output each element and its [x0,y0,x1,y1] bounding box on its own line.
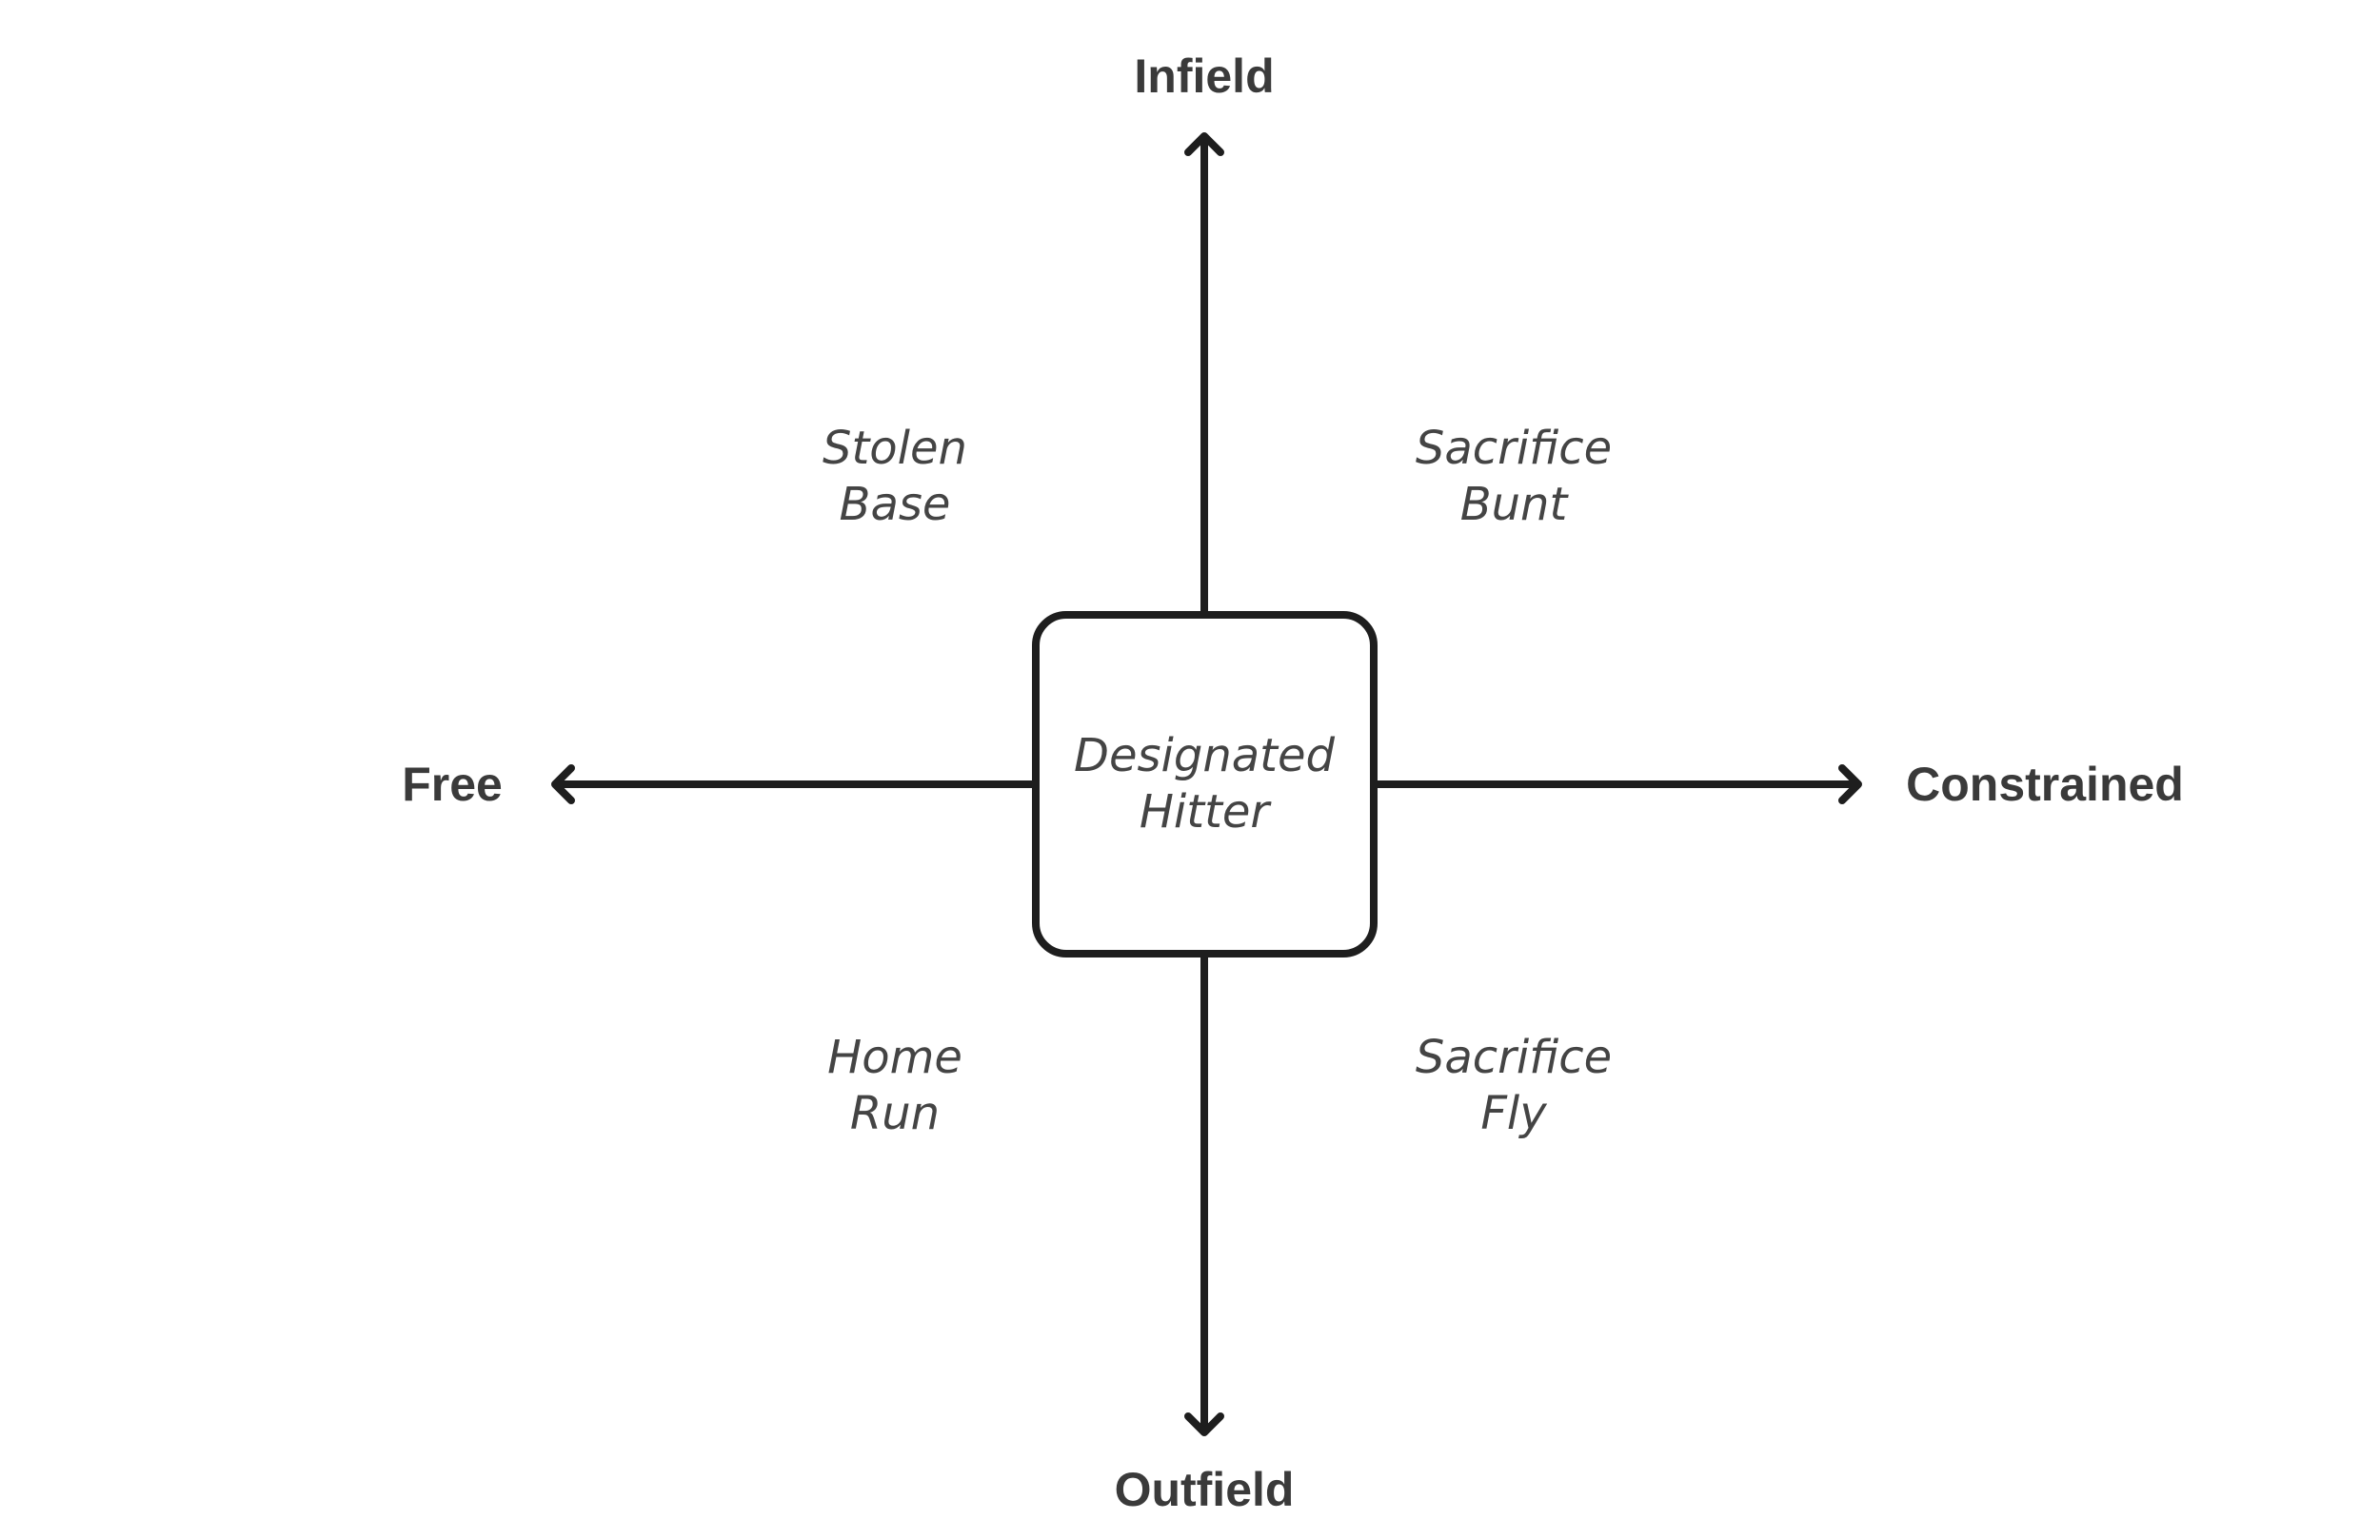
axis-label-left: Free [402,758,503,811]
center-label-line1: Designated [1074,729,1335,782]
quadrant-bottom-left-line1: Home [827,1031,962,1084]
center-label-line2: Hitter [1140,785,1273,839]
arrow-head-right [1838,764,1862,804]
axis-label-top: Infield [1134,49,1274,103]
quadrant-top-left-line1: Stolen [823,422,967,475]
quadrant-bottom-right-line2: Fly [1480,1087,1547,1140]
axis-label-bottom: Outfield [1115,1463,1295,1516]
axis-label-right: Constrained [1906,758,2184,811]
arrow-head-up [1184,132,1224,156]
quadrant-top-right-line1: Sacrifice [1416,422,1612,475]
arrow-head-down [1184,1412,1224,1436]
arrow-head-left [551,764,575,804]
center-box [1032,611,1378,958]
quadrant-bottom-right-line1: Sacrifice [1416,1031,1612,1084]
quadrant-top-left-line2: Base [840,478,951,531]
quadrant-bottom-left-line2: Run [850,1087,940,1140]
quadrant-top-right-line2: Bunt [1460,478,1570,531]
